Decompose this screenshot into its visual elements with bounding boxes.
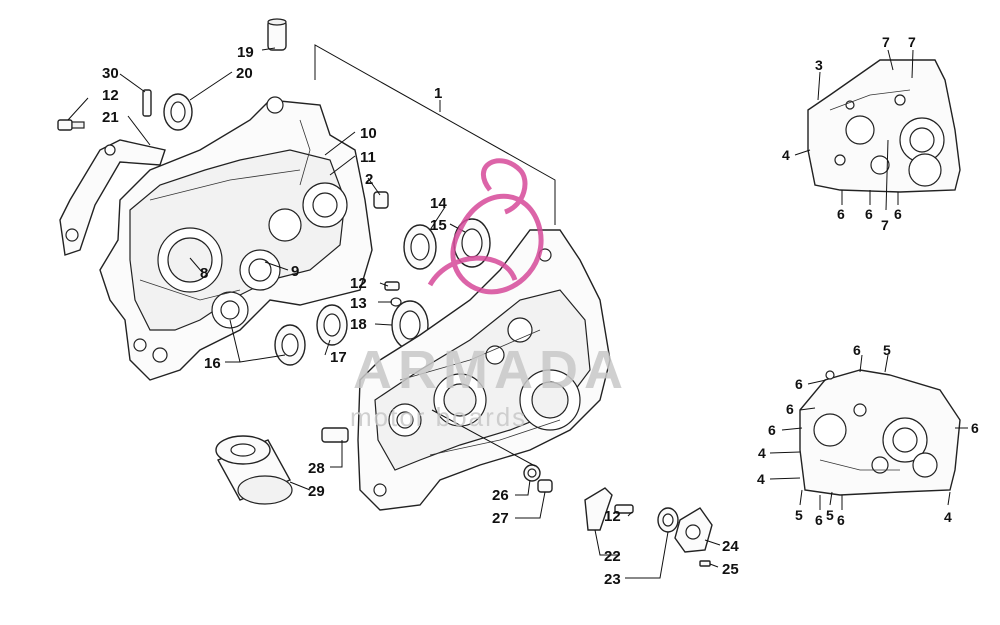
callout-10: 10 xyxy=(360,125,377,142)
callout-5-bot-a: 5 xyxy=(883,342,891,358)
callout-15: 15 xyxy=(430,217,447,234)
callout-6-top-a: 6 xyxy=(837,206,845,222)
callout-18: 18 xyxy=(350,316,367,333)
callout-7-c: 7 xyxy=(881,217,889,233)
callout-25: 25 xyxy=(722,561,739,578)
callout-27: 27 xyxy=(492,510,509,527)
callout-28: 28 xyxy=(308,460,325,477)
callout-20: 20 xyxy=(236,65,253,82)
bearing-16 xyxy=(274,324,306,366)
callout-16: 16 xyxy=(204,355,221,372)
callout-4-top: 4 xyxy=(782,147,790,163)
callout-17: 17 xyxy=(330,349,347,366)
bearing-14-15 xyxy=(403,218,491,270)
callout-9: 9 xyxy=(291,263,299,280)
callout-2: 2 xyxy=(365,171,373,188)
callout-12-middle: 12 xyxy=(350,275,367,292)
callout-12-lower: 12 xyxy=(604,508,621,525)
callout-14: 14 xyxy=(430,195,447,212)
leader-lines xyxy=(67,44,968,579)
bolt-12-left xyxy=(57,119,85,131)
right-crankcase-half xyxy=(357,229,611,511)
watermark-subtitle: motor boards xyxy=(350,402,527,432)
callout-12-top: 12 xyxy=(102,87,119,104)
callout-6-bot-g: 6 xyxy=(837,512,845,528)
inset-crankcase-top xyxy=(807,59,961,193)
callout-6-top-c: 6 xyxy=(894,206,902,222)
callout-4-bot-c: 4 xyxy=(944,509,952,525)
dowel-19 xyxy=(267,18,287,51)
callout-1: 1 xyxy=(434,85,442,102)
callout-26: 26 xyxy=(492,487,509,504)
watermark: ARMADA motor boards xyxy=(350,158,629,432)
callout-5-bot-b: 5 xyxy=(795,507,803,523)
oil-filter-29 xyxy=(215,435,293,505)
callout-labels: 1 19 30 20 12 21 10 11 2 8 9 16 12 13 18… xyxy=(102,34,979,588)
callout-8: 8 xyxy=(200,265,208,282)
callout-6-top-b: 6 xyxy=(865,206,873,222)
watermark-logo-mark xyxy=(427,158,544,295)
left-crankcase-half xyxy=(59,96,373,381)
callout-13: 13 xyxy=(350,295,367,312)
bracket-22 xyxy=(584,487,613,531)
callout-7-b: 7 xyxy=(908,34,916,50)
screw-25 xyxy=(699,560,711,567)
stud-30 xyxy=(142,89,152,117)
bolt-12-middle xyxy=(384,281,402,307)
callout-6-bot-f: 6 xyxy=(815,512,823,528)
plug-27 xyxy=(537,479,553,493)
callout-6-bot-c: 6 xyxy=(786,401,794,417)
fitting-28 xyxy=(321,427,349,443)
callout-4-bot-a: 4 xyxy=(758,445,766,461)
callout-19: 19 xyxy=(237,44,254,61)
callout-6-bot-d: 6 xyxy=(768,422,776,438)
cover-24 xyxy=(674,507,713,553)
callout-23: 23 xyxy=(604,571,621,588)
callout-4-bot-b: 4 xyxy=(757,471,765,487)
dowel-2 xyxy=(373,191,389,209)
callout-5-bot-c: 5 xyxy=(826,507,834,523)
inset-crankcase-bottom xyxy=(799,369,961,496)
callout-22: 22 xyxy=(604,548,621,565)
callout-6-bot-b: 6 xyxy=(795,376,803,392)
washer-26 xyxy=(523,464,541,482)
callout-3: 3 xyxy=(815,57,823,73)
callout-11: 11 xyxy=(360,149,376,166)
bearing-17 xyxy=(316,304,348,346)
seal-20 xyxy=(163,93,193,131)
callout-6-bot-e: 6 xyxy=(971,420,979,436)
callout-21: 21 xyxy=(102,109,119,126)
callout-29: 29 xyxy=(308,483,325,500)
watermark-title: ARMADA xyxy=(353,340,629,400)
callout-30: 30 xyxy=(102,65,119,82)
bolt-12-lower xyxy=(614,504,634,514)
seal-23 xyxy=(657,507,679,533)
callout-24: 24 xyxy=(722,538,739,555)
callout-6-bot-a: 6 xyxy=(853,342,861,358)
callout-7-a: 7 xyxy=(882,34,890,50)
